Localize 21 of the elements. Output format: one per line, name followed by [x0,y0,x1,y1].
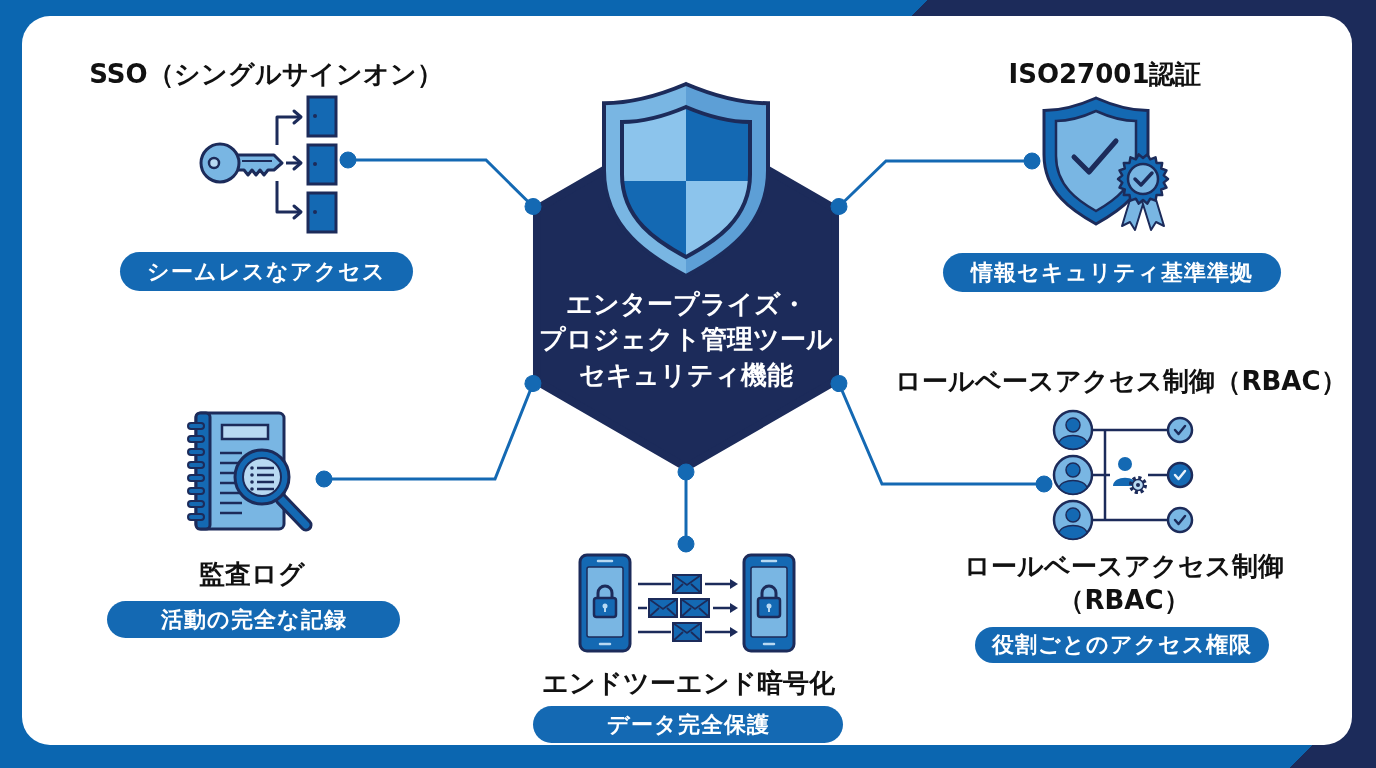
subtitle-pill: シームレスなアクセス [120,252,413,291]
subtitle-pill: 役割ごとのアクセス権限 [975,627,1269,663]
feature-title: エンドツーエンド暗号化 [541,668,835,700]
feature-title: 監査ログ [199,559,305,591]
key-doors-icon [198,93,340,237]
connector-line [315,375,542,488]
feature-title: ロールベースアクセス制御（RBAC） [963,550,1285,618]
user-roles-icon [1052,409,1196,541]
connector-line [339,151,542,215]
feature-title: ISO27001認証 [1008,59,1202,91]
phones-envelopes-icon [578,552,796,654]
subtitle-pill: データ完全保護 [533,706,843,743]
feature-title: SSO（シングルサインオン） [89,59,443,91]
subtitle-pill: 活動の完全な記録 [107,601,400,638]
subtitle-pill: 情報セキュリティ基準準拠 [943,253,1281,292]
connector-line [830,375,1053,493]
hub-title: エンタープライズ・プロジェクト管理ツールセキュリティ機能 [538,288,834,392]
shield-badge-icon [1040,95,1172,233]
connector-line [830,152,1041,215]
feature-title: ロールベースアクセス制御（RBAC） [895,366,1347,398]
connector-line [677,463,695,553]
